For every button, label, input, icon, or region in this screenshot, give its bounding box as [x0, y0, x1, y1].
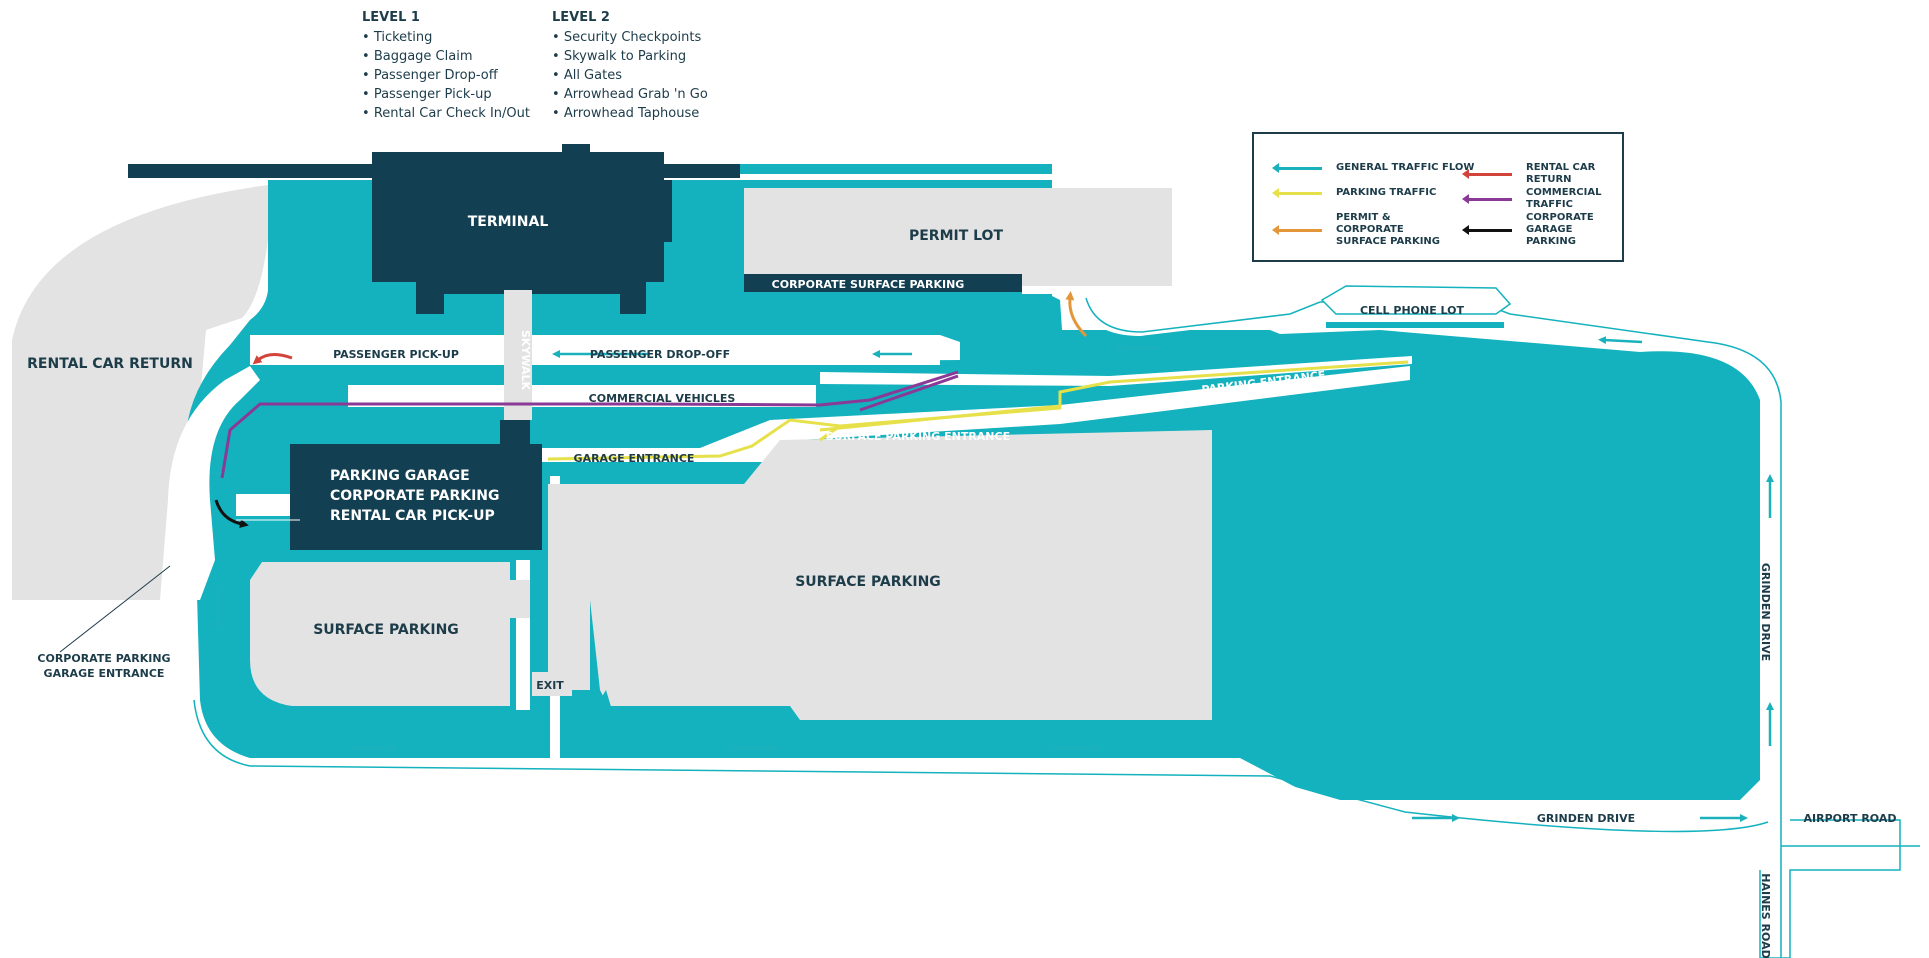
- surface-parking-entrance-label: SURFACE PARKING ENTRANCE: [826, 430, 1010, 443]
- legend-label: CORPORATE GARAGE PARKING: [1526, 212, 1594, 247]
- level1-title: LEVEL 1: [362, 10, 420, 25]
- skywalk: [504, 290, 532, 420]
- passenger-pickup-label: PASSENGER PICK-UP: [333, 348, 459, 361]
- skywalk-label: SKYWALK: [519, 330, 532, 391]
- legend-label: COMMERCIAL TRAFFIC: [1526, 187, 1602, 210]
- surface-parking-right-area: [548, 430, 1212, 720]
- level2-title: LEVEL 2: [552, 10, 610, 25]
- permit-lot-label: PERMIT LOT: [909, 228, 1003, 244]
- cell-phone-lot: [1320, 285, 1512, 315]
- level1-info: LEVEL 1 Ticketing Baggage Claim Passenge…: [362, 8, 530, 123]
- level2-item: All Gates: [552, 66, 708, 85]
- garage-line-1: PARKING GARAGE: [330, 468, 470, 484]
- legend-label: PARKING TRAFFIC: [1336, 187, 1437, 198]
- legend-corporate-garage: CORPORATE GARAGE PARKING: [1462, 212, 1616, 248]
- map-legend: GENERAL TRAFFIC FLOW PARKING TRAFFIC PER…: [1252, 132, 1624, 262]
- surface-parking-left-label: SURFACE PARKING: [313, 622, 459, 638]
- level2-list: Security Checkpoints Skywalk to Parking …: [552, 28, 708, 123]
- level1-item: Passenger Drop-off: [362, 66, 530, 85]
- level1-item: Ticketing: [362, 28, 530, 47]
- legend-commercial: COMMERCIAL TRAFFIC: [1462, 187, 1622, 211]
- permit-lot: [744, 188, 1172, 286]
- ring-road: [171, 294, 1906, 958]
- legend-swatch: [1462, 193, 1512, 204]
- terminal-label: TERMINAL: [468, 214, 549, 230]
- legend-rental-return: RENTAL CAR RETURN: [1462, 162, 1622, 186]
- level2-item: Arrowhead Taphouse: [552, 104, 708, 123]
- legend-parking-traffic: PARKING TRAFFIC: [1272, 187, 1437, 199]
- legend-swatch: [1272, 187, 1322, 198]
- garage-entrance-label: GARAGE ENTRANCE: [574, 452, 695, 465]
- commercial-lane: [348, 385, 816, 407]
- permit-arrow: [1065, 291, 1088, 338]
- parking-garage: [290, 420, 542, 550]
- legend-swatch: [1272, 224, 1322, 235]
- legend-swatch: [1462, 224, 1512, 235]
- legend-label: RENTAL CAR RETURN: [1526, 162, 1596, 185]
- haines-road-label: HAINES ROAD: [1759, 873, 1772, 958]
- garage-line-2: CORPORATE PARKING: [330, 488, 500, 504]
- legend-permit-corporate: PERMIT & CORPORATE SURFACE PARKING: [1272, 212, 1456, 248]
- level2-info: LEVEL 2 Security Checkpoints Skywalk to …: [552, 8, 708, 123]
- grinden-drive-vertical-label: GRINDEN DRIVE: [1759, 563, 1772, 661]
- legend-general-traffic: GENERAL TRAFFIC FLOW: [1272, 162, 1475, 174]
- corp-garage-entrance-label-2: GARAGE ENTRANCE: [44, 667, 165, 680]
- legend-label: PERMIT & CORPORATE SURFACE PARKING: [1336, 212, 1440, 247]
- commercial-vehicles-label: COMMERCIAL VEHICLES: [589, 392, 736, 405]
- corp-garage-entrance-label-1: CORPORATE PARKING: [37, 652, 170, 665]
- cell-phone-lot-label: CELL PHONE LOT: [1360, 304, 1465, 317]
- level2-item: Arrowhead Grab 'n Go: [552, 85, 708, 104]
- grinden-drive-horizontal-label: GRINDEN DRIVE: [1537, 812, 1635, 825]
- level1-item: Rental Car Check In/Out: [362, 104, 530, 123]
- level1-item: Passenger Pick-up: [362, 85, 530, 104]
- level1-list: Ticketing Baggage Claim Passenger Drop-o…: [362, 28, 530, 123]
- level2-item: Skywalk to Parking: [552, 47, 708, 66]
- surface-parking-right-label: SURFACE PARKING: [795, 574, 941, 590]
- legend-swatch: [1272, 162, 1322, 173]
- rental-return-arrow: [252, 353, 293, 365]
- rental-car-return-area: [12, 182, 292, 600]
- general-traffic-arrows: [214, 336, 1774, 822]
- rental-car-return-label: RENTAL CAR RETURN: [27, 356, 193, 372]
- commercial-traffic-line: [220, 370, 959, 479]
- level1-item: Baggage Claim: [362, 47, 530, 66]
- airport-road-label: AIRPORT ROAD: [1804, 812, 1897, 825]
- legend-swatch: [1462, 168, 1512, 179]
- legend-label: GENERAL TRAFFIC FLOW: [1336, 162, 1475, 173]
- corporate-surface-label: CORPORATE SURFACE PARKING: [772, 278, 965, 291]
- exit-label: EXIT: [536, 679, 564, 692]
- corporate-surface-strip: [744, 274, 1022, 292]
- garage-line-3: RENTAL CAR PICK-UP: [330, 508, 495, 524]
- left-loop-road: [160, 366, 260, 600]
- level2-item: Security Checkpoints: [552, 28, 708, 47]
- surface-parking-left-area: [250, 562, 510, 706]
- terminal-building: [372, 144, 672, 314]
- corp-garage-arrow: [214, 499, 249, 529]
- passenger-dropoff-label: PASSENGER DROP-OFF: [590, 348, 730, 361]
